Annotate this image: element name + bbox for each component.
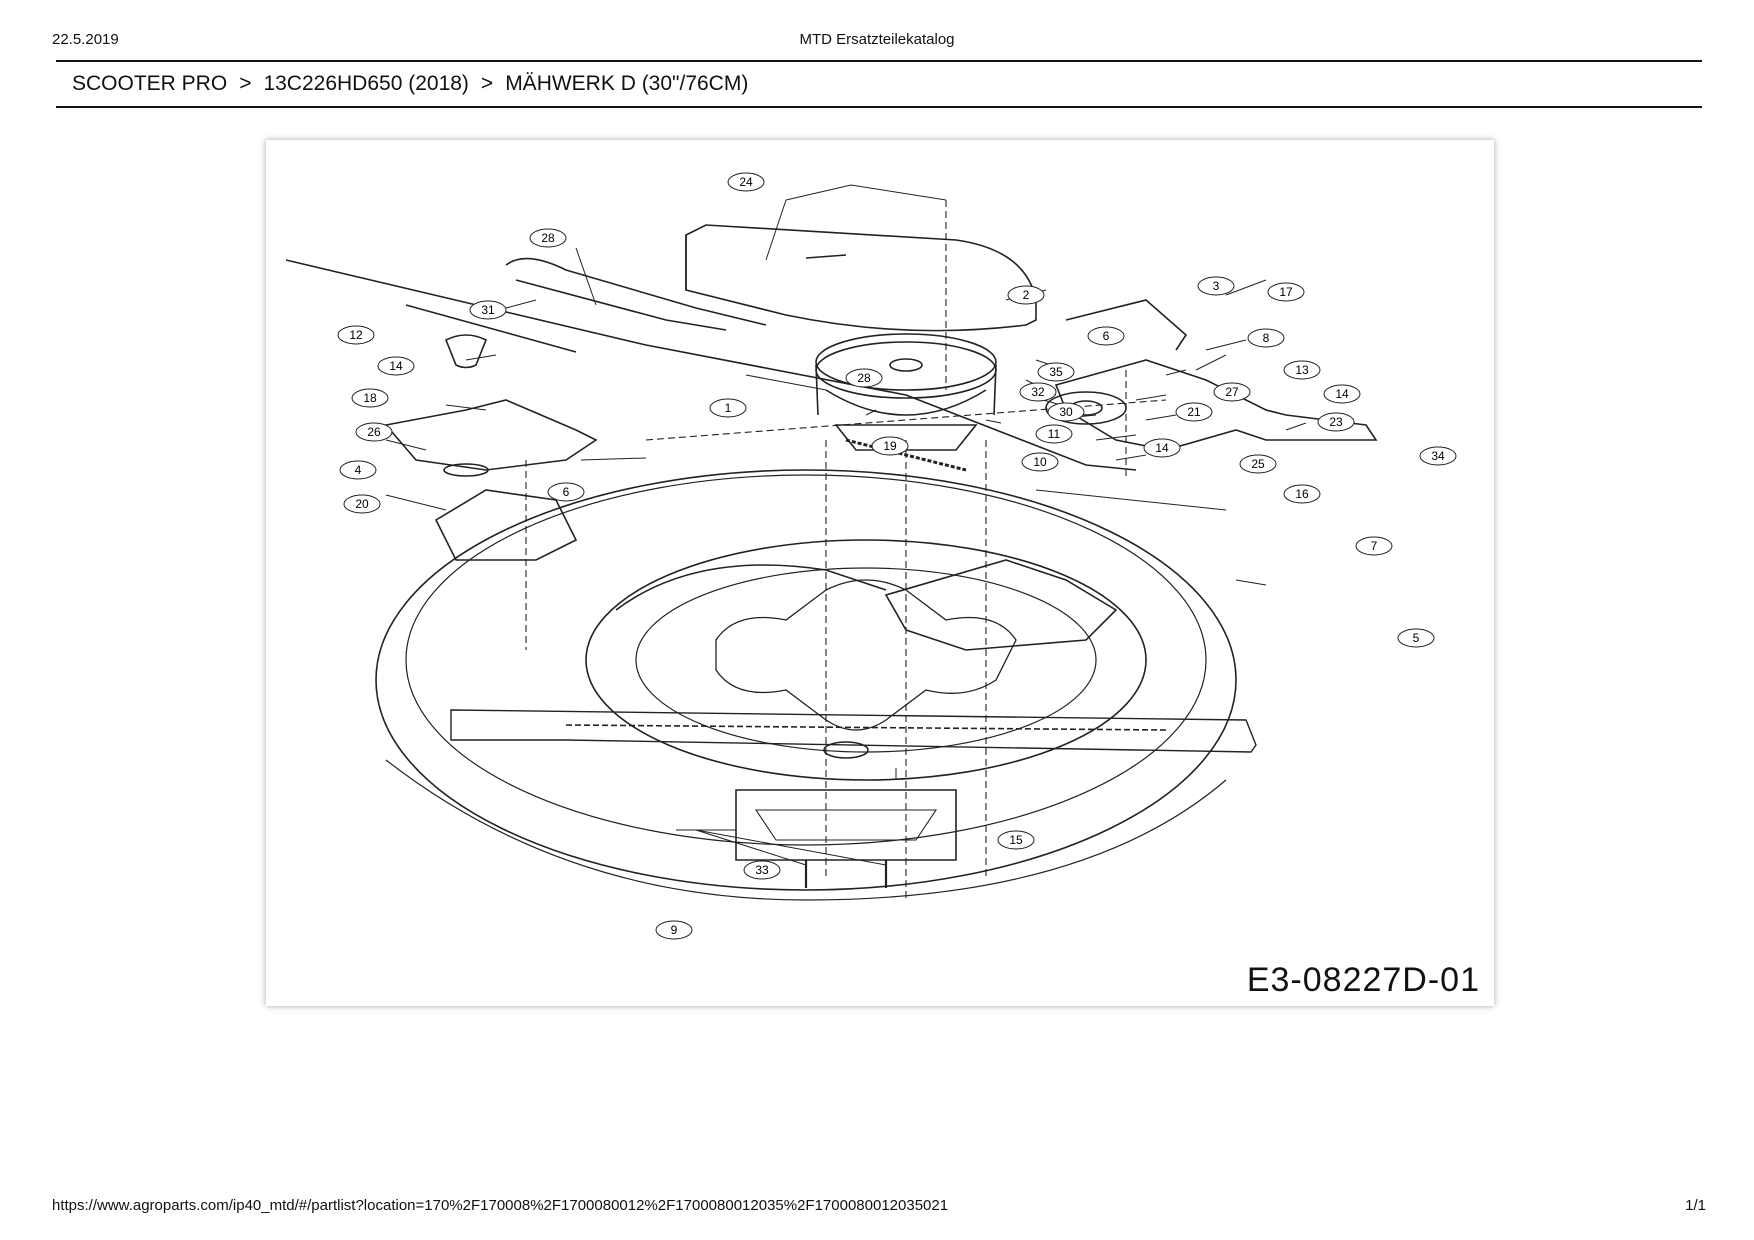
svg-text:4: 4 [355,463,362,477]
breadcrumb: SCOOTER PRO > 13C226HD650 (2018) > MÄHWE… [72,72,748,96]
svg-text:12: 12 [349,328,363,342]
callout-bubble: 6 [547,482,585,502]
callout-bubble: 10 [1021,452,1059,472]
svg-text:20: 20 [355,497,369,511]
mower-deck-drawing: 24 28 31 2 3 17 8 12 14 18 26 4 20 6 1 1… [285,172,1457,940]
callout-labels: 24 28 31 2 3 17 8 12 14 18 26 4 20 6 1 1… [337,172,1457,940]
svg-text:2: 2 [1023,288,1030,302]
callout-bubble: 21 [1175,402,1213,422]
svg-text:28: 28 [541,231,555,245]
callout-bubble: 19 [871,436,909,456]
page-number: 1/1 [1685,1197,1706,1214]
svg-text:21: 21 [1187,405,1201,419]
svg-text:6: 6 [1103,329,1110,343]
svg-text:26: 26 [367,425,381,439]
svg-text:10: 10 [1033,455,1047,469]
page-url: https://www.agroparts.com/ip40_mtd/#/par… [52,1197,949,1214]
callout-bubble: 1 [709,398,747,418]
callout-bubble: 14 [1143,438,1181,458]
svg-text:30: 30 [1059,405,1073,419]
svg-text:14: 14 [1335,387,1349,401]
callout-bubble: 23 [1317,412,1355,432]
svg-text:31: 31 [481,303,495,317]
svg-text:33: 33 [755,863,769,877]
svg-text:17: 17 [1279,285,1293,299]
deck-outline [375,469,1237,891]
svg-text:3: 3 [1213,279,1220,293]
callout-bubble: 35 [1037,362,1075,382]
callout-bubble: 24 [727,172,765,192]
svg-text:9: 9 [671,923,678,937]
callout-bubble: 34 [1419,446,1457,466]
drawing-code: E3-08227D-01 [1246,961,1480,999]
callout-bubble: 14 [1323,384,1361,404]
exploded-parts-diagram: 24 28 31 2 3 17 8 12 14 18 26 4 20 6 1 1… [266,140,1494,1006]
callout-bubble: 7 [1355,536,1393,556]
svg-text:28: 28 [857,371,871,385]
svg-text:7: 7 [1371,539,1378,553]
svg-text:5: 5 [1413,631,1420,645]
callout-bubble: 12 [337,325,375,345]
svg-text:32: 32 [1031,385,1045,399]
svg-text:19: 19 [883,439,897,453]
callout-bubble: 33 [743,860,781,880]
breadcrumb-item-model[interactable]: 13C226HD650 (2018) [263,72,469,95]
callout-bubble: 18 [351,388,389,408]
callout-bubble: 26 [355,422,393,442]
breadcrumb-item-model-line[interactable]: SCOOTER PRO [72,72,228,95]
callout-bubble: 11 [1035,424,1073,444]
callout-bubble: 2 [1007,285,1045,305]
svg-text:34: 34 [1431,449,1445,463]
svg-text:14: 14 [1155,441,1169,455]
svg-text:25: 25 [1251,457,1265,471]
svg-text:15: 15 [1009,833,1023,847]
callout-bubble: 8 [1247,328,1285,348]
svg-text:11: 11 [1048,427,1061,441]
svg-text:35: 35 [1049,365,1063,379]
callout-bubble: 17 [1267,282,1305,302]
callout-bubble: 30 [1047,402,1085,422]
print-date: 22.5.2019 [52,31,119,48]
callout-bubble: 13 [1283,360,1321,380]
callout-bubble: 4 [339,460,377,480]
callout-bubble: 32 [1019,382,1057,402]
callout-bubble: 6 [1087,326,1125,346]
callout-bubble: 31 [469,300,507,320]
breadcrumb-item-assembly: MÄHWERK D (30"/76CM) [505,72,749,95]
callout-bubble: 9 [655,920,693,940]
svg-text:6: 6 [563,485,570,499]
svg-text:23: 23 [1329,415,1343,429]
svg-text:14: 14 [389,359,403,373]
svg-text:24: 24 [739,175,753,189]
callout-bubble: 16 [1283,484,1321,504]
callout-bubble: 5 [1397,628,1435,648]
breadcrumb-separator: > [239,72,252,95]
svg-text:1: 1 [725,401,732,415]
callout-bubble: 28 [845,368,883,388]
callout-bubble: 28 [529,228,567,248]
callout-bubble: 3 [1197,276,1235,296]
callout-bubble: 14 [377,356,415,376]
breadcrumb-separator: > [480,72,494,95]
callout-bubble: 27 [1213,382,1251,402]
callout-bubble: 25 [1239,454,1277,474]
breadcrumb-divider [56,106,1702,108]
svg-text:18: 18 [363,391,377,405]
callout-bubble: 20 [343,494,381,514]
document-title: MTD Ersatzteilekatalog [799,31,955,48]
svg-text:27: 27 [1225,385,1239,399]
svg-text:16: 16 [1295,487,1309,501]
svg-text:8: 8 [1263,331,1270,345]
callout-bubble: 15 [997,830,1035,850]
svg-text:13: 13 [1295,363,1309,377]
top-divider [56,60,1702,62]
